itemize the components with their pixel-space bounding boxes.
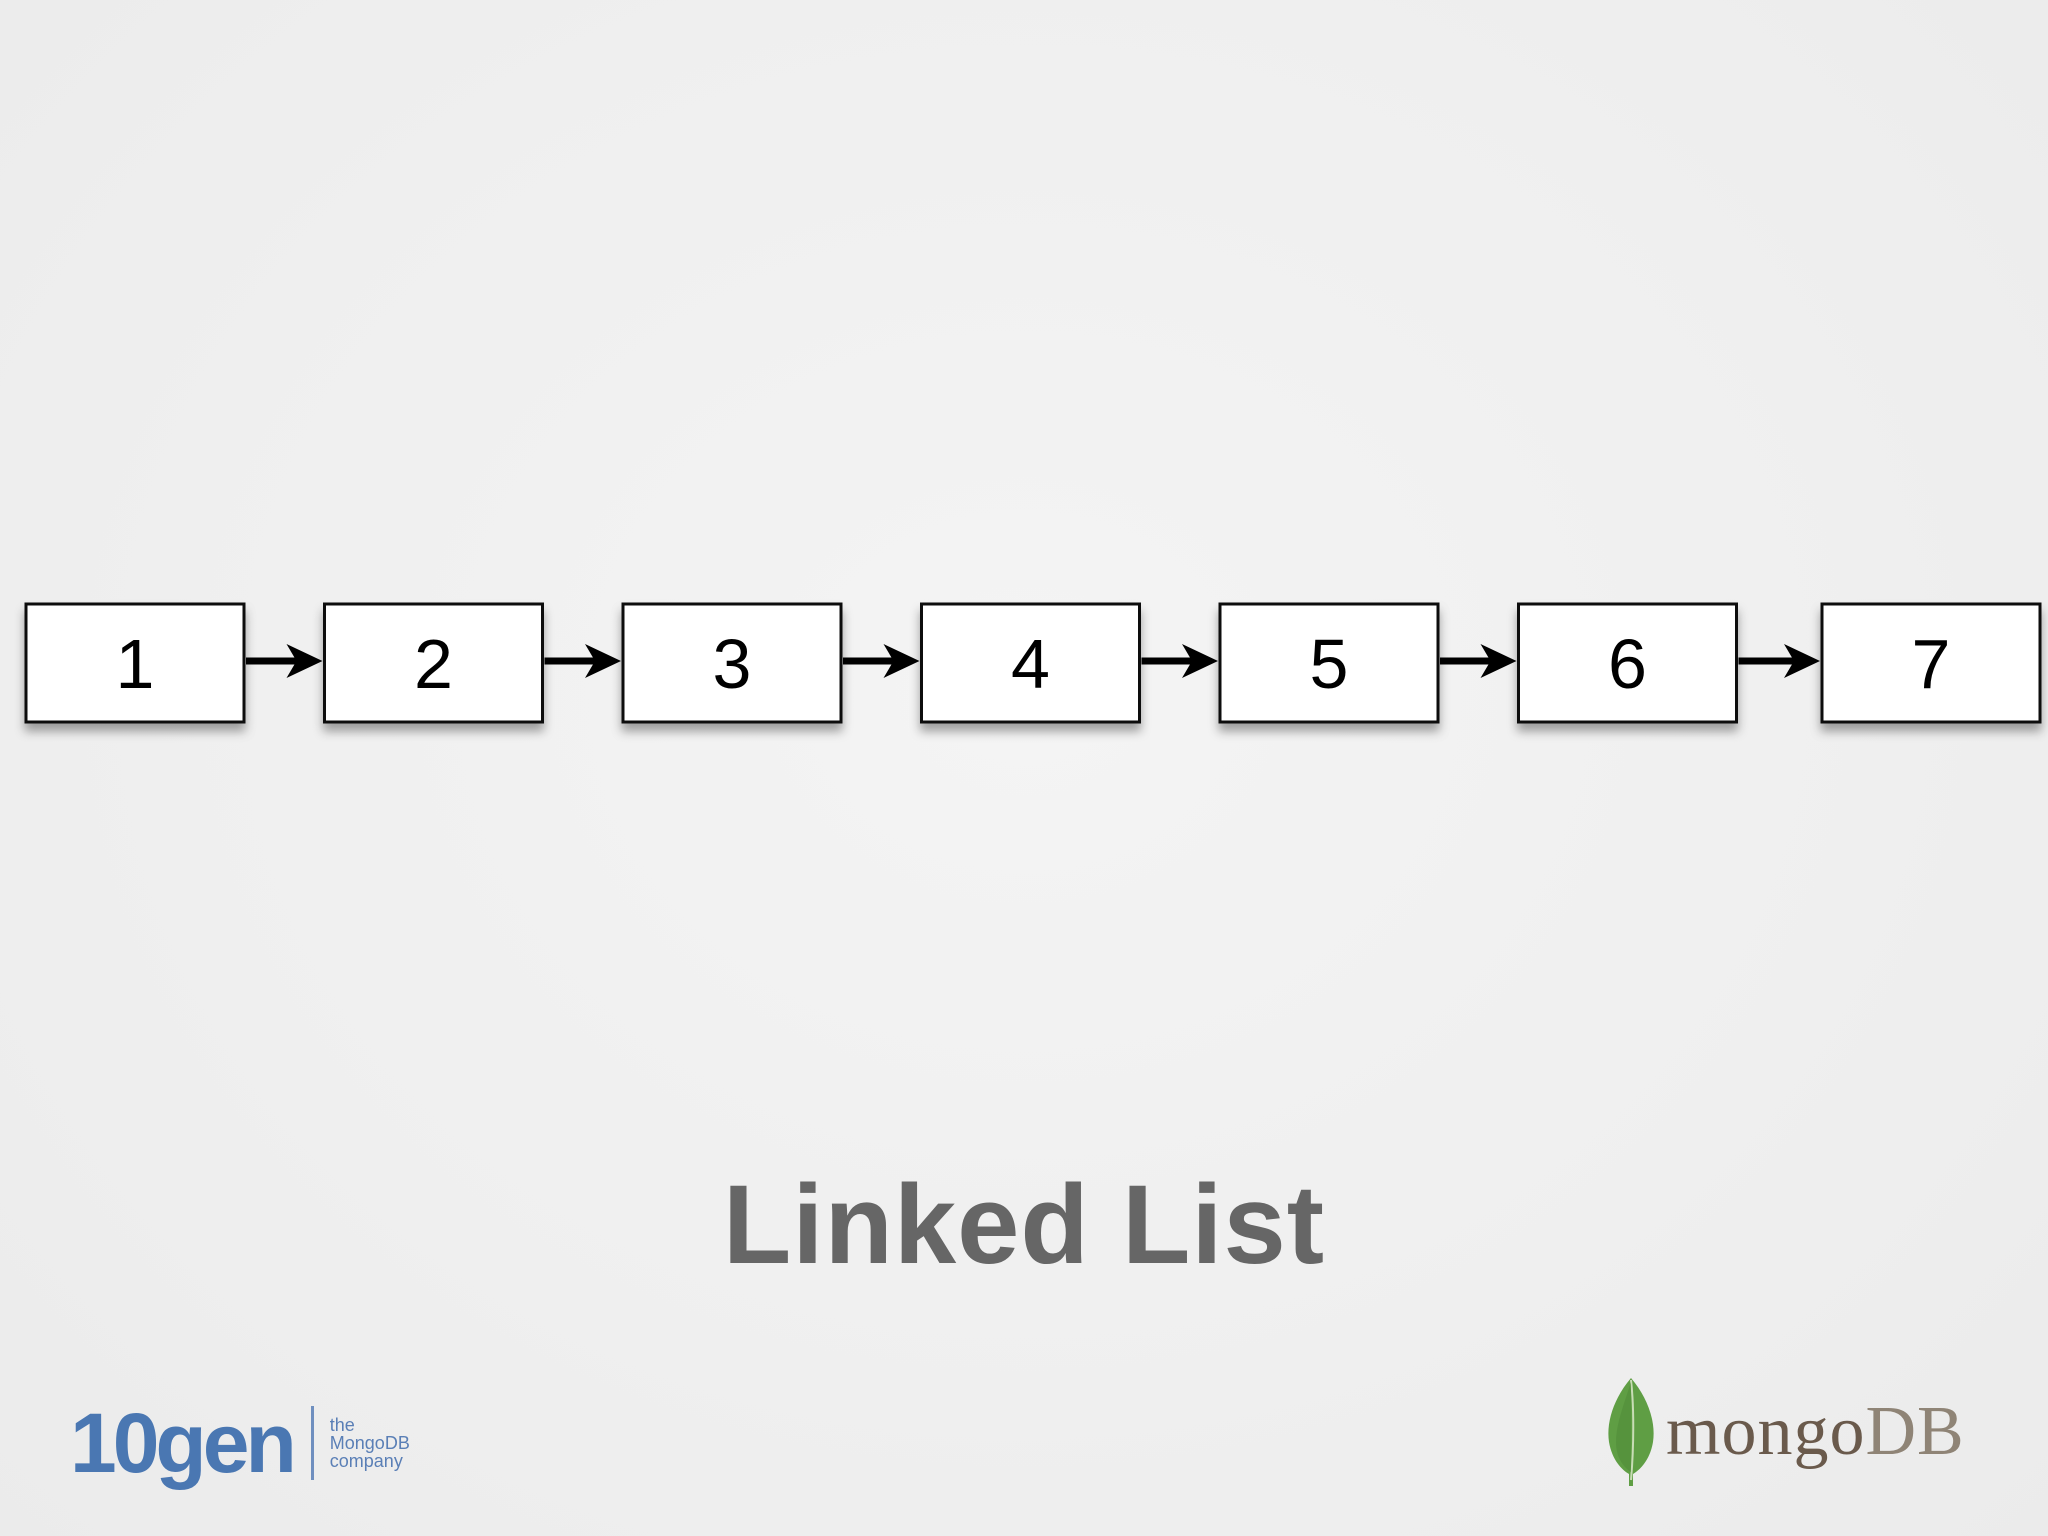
list-node-1: 1 <box>24 602 246 724</box>
node-value: 2 <box>414 625 453 703</box>
tagline-line-3: company <box>329 1451 403 1471</box>
next-pointer-arrow <box>1440 644 1517 678</box>
list-node-4: 4 <box>920 602 1141 724</box>
list-node-7: 7 <box>1820 602 2042 724</box>
list-links <box>246 644 1820 678</box>
tagline-line-1: the <box>329 1415 355 1435</box>
node-value: 5 <box>1310 625 1349 703</box>
node-value: 7 <box>1912 625 1951 703</box>
node-box <box>621 602 843 724</box>
list-node-6: 6 <box>1517 602 1738 724</box>
list-node-5: 5 <box>1218 602 1440 724</box>
node-box <box>920 602 1141 724</box>
list-node-2: 2 <box>323 602 544 724</box>
leaf-icon <box>1608 1378 1654 1486</box>
node-box <box>24 602 246 724</box>
wordmark-db: DB <box>1865 1393 1965 1470</box>
list-node-3: 3 <box>621 602 843 724</box>
next-pointer-arrow <box>544 644 621 678</box>
node-value: 6 <box>1608 625 1647 703</box>
node-box <box>1517 602 1738 724</box>
logo-divider <box>310 1406 314 1480</box>
node-box <box>1820 602 2042 724</box>
10gen-logo: 10gen the MongoDB company <box>70 1388 410 1498</box>
tagline-line-2: MongoDB <box>329 1433 410 1453</box>
mongodb-wordmark: mongoDB <box>1666 1392 1965 1472</box>
next-pointer-arrow <box>843 644 920 678</box>
node-box <box>323 602 544 724</box>
mongodb-logo: mongoDB <box>1604 1372 1965 1492</box>
node-value: 4 <box>1011 625 1050 703</box>
next-pointer-arrow <box>246 644 323 678</box>
list-nodes: 1 2 3 4 5 6 7 <box>24 602 2042 724</box>
10gen-wordmark: 10gen <box>70 1396 297 1490</box>
slide-title: Linked List <box>722 1162 1326 1287</box>
10gen-tagline: the MongoDB company <box>330 1416 410 1470</box>
wordmark-mongo: mongo <box>1666 1393 1866 1470</box>
next-pointer-arrow <box>1141 644 1218 678</box>
next-pointer-arrow <box>1738 644 1820 678</box>
node-value: 1 <box>116 625 155 703</box>
node-value: 3 <box>713 625 752 703</box>
node-box <box>1218 602 1440 724</box>
